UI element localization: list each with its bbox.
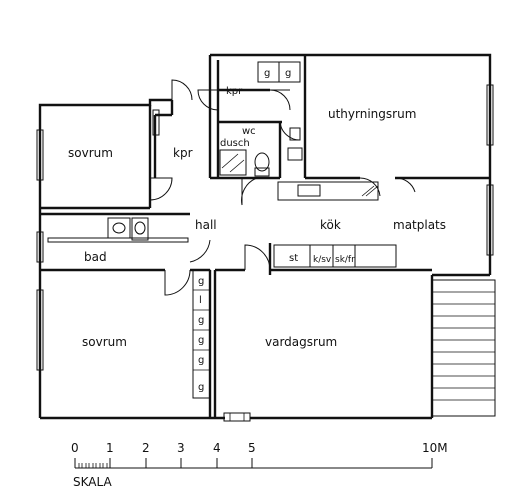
balcony bbox=[431, 279, 496, 417]
room-matplats: matplats bbox=[393, 218, 446, 232]
fixture-skfr: sk/fr bbox=[335, 255, 355, 265]
room-kpr-left: kpr bbox=[173, 146, 193, 160]
room-wc: wc bbox=[242, 126, 256, 137]
interior-walls bbox=[40, 55, 490, 418]
scale-tick-0: 0 bbox=[71, 441, 79, 455]
scale-label: SKALA bbox=[73, 475, 112, 489]
scale-tick-2: 2 bbox=[142, 441, 150, 455]
room-uthyrningsrum: uthyrningsrum bbox=[328, 107, 416, 121]
doors bbox=[149, 79, 416, 296]
fixture-g-2: g bbox=[285, 68, 291, 79]
room-labels: uthyrningsrum kpr wc dusch sovrum kpr ha… bbox=[68, 86, 446, 349]
scale-tick-3: 3 bbox=[177, 441, 185, 455]
room-bad: bad bbox=[84, 250, 107, 264]
room-kpr-top: kpr bbox=[226, 86, 243, 97]
closet-g-1: g bbox=[198, 276, 204, 287]
room-hall: hall bbox=[195, 218, 217, 232]
scale-tick-1: 1 bbox=[106, 441, 114, 455]
room-kok: kök bbox=[320, 218, 341, 232]
scale-tick-4: 4 bbox=[213, 441, 221, 455]
room-sovrum-bottom: sovrum bbox=[82, 335, 127, 349]
room-dusch: dusch bbox=[220, 138, 250, 149]
scale-tick-10m: 10M bbox=[422, 441, 448, 455]
fixture-g-1: g bbox=[264, 68, 270, 79]
closet-g-4: g bbox=[198, 355, 204, 366]
fixture-st: st bbox=[289, 253, 298, 264]
fixture-ksv: k/sv bbox=[313, 255, 332, 265]
closet-g-5: g bbox=[198, 382, 204, 393]
room-sovrum-top: sovrum bbox=[68, 146, 113, 160]
room-vardagsrum: vardagsrum bbox=[265, 335, 337, 349]
closet-l: l bbox=[199, 295, 202, 306]
scale-tick-5: 5 bbox=[248, 441, 256, 455]
windows bbox=[36, 84, 494, 422]
closet-g-2: g bbox=[198, 315, 204, 326]
fixtures: g g st k/sv sk/fr bbox=[47, 61, 397, 399]
scale-bar: 0 1 2 3 4 5 10M SKALA bbox=[71, 441, 448, 489]
closet-g-3: g bbox=[198, 335, 204, 346]
